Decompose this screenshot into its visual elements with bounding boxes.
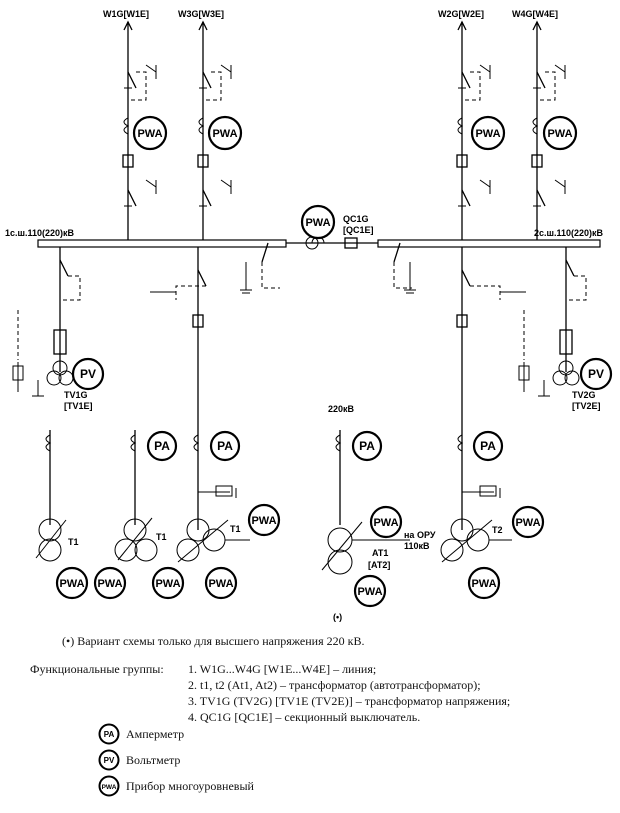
autotransformer-at1 <box>321 521 410 575</box>
meters-layer: PWA PWA PWA PWA PWA PV PV PA PA PA PA PWA PWA PWA PWA P… <box>55 115 613 608</box>
voltage-transformer-left <box>12 247 81 397</box>
functional-groups-title: Функциональные группы: <box>30 662 164 676</box>
tv2e-label: [TV2E] <box>572 401 601 411</box>
pwa-meter-15: PWA <box>93 566 127 600</box>
functional-group-1: 1. W1G...W4G [W1E...W4E] – линия; <box>188 662 377 676</box>
busbar-2 <box>377 239 601 248</box>
busbar-2-label: 2с.ш.110(220)кВ <box>534 228 604 238</box>
functional-group-4: 4. QC1G [QC1E] – секционный выключатель. <box>188 710 421 724</box>
pwa-meter-label: PWA <box>97 578 122 590</box>
feeder-w4 <box>531 20 566 240</box>
pv-meter-6: PV <box>579 357 613 391</box>
pa-meter-label: PA <box>480 439 496 453</box>
legend-ammeter-label: Амперметр <box>126 726 185 741</box>
svg-text:PWA: PWA <box>102 784 117 791</box>
feeder-w2-label: W2G[W2E] <box>438 9 484 19</box>
qc1g-label: QC1G <box>343 214 369 224</box>
pwa-meter-label: PWA <box>471 578 496 590</box>
pwa-meter-label: PWA <box>208 578 233 590</box>
pv-meter-label: PV <box>588 367 604 381</box>
bay-left <box>150 247 207 530</box>
pwa-meter-label: PWA <box>547 128 572 140</box>
pwa-meter-12: PWA <box>369 505 403 539</box>
ory-label-1: на ОРУ <box>404 530 436 540</box>
pwa-meter-13: PWA <box>511 505 545 539</box>
pa-meter-8: PA <box>209 430 241 462</box>
legend-multilevel: PWA Прибор многоуровневый <box>98 775 254 797</box>
at2-label: [AT2] <box>368 560 390 570</box>
t1-c-label: T1 <box>230 524 241 534</box>
busbar-1-label: 1с.ш.110(220)кВ <box>5 228 75 238</box>
pwa-meter-3: PWA <box>470 115 506 151</box>
tv2g-label: TV2G <box>572 390 596 400</box>
pa-meter-label: PA <box>217 439 233 453</box>
voltage-transformer-right <box>518 247 587 397</box>
feeder-w3 <box>197 20 232 240</box>
pwa-meter-4: PWA <box>542 115 578 151</box>
svg-text:PA: PA <box>104 730 115 739</box>
pwa-meter-label: PWA <box>475 128 500 140</box>
ammeter-icon: PA <box>98 723 120 745</box>
pwa-meter-label: PWA <box>59 578 84 590</box>
legend-ammeter: PA Амперметр <box>98 723 184 745</box>
pwa-meter-label: PWA <box>155 578 180 590</box>
legend-voltmeter-label: Вольтметр <box>126 752 181 767</box>
feeder-w3-label: W3G[W3E] <box>178 9 224 19</box>
feeder-w1 <box>122 20 157 240</box>
transformer-t1-c <box>176 518 250 563</box>
legend-voltmeter: PV Вольтметр <box>98 749 180 771</box>
transformer-t1-b <box>114 517 158 562</box>
pwa-meter-2: PWA <box>300 204 336 240</box>
functional-group-3: 3. TV1G (TV2G) [TV1E (TV2E)] – трансформ… <box>188 694 511 708</box>
voltmeter-icon: PV <box>98 749 120 771</box>
pwa-meter-16: PWA <box>151 566 185 600</box>
pwa-meter-0: PWA <box>132 115 168 151</box>
pa-meter-10: PA <box>472 430 504 462</box>
tv1e-label: [TV1E] <box>64 401 93 411</box>
pwa-meter-label: PWA <box>357 586 382 598</box>
pa-meter-7: PA <box>146 430 178 462</box>
pwa-meter-14: PWA <box>55 566 89 600</box>
transformer-t1-a <box>35 518 67 562</box>
variant-note: (•) Вариант схемы только для высшего нап… <box>62 634 365 648</box>
pwa-meter-label: PWA <box>212 128 237 140</box>
t2-label: T2 <box>492 525 503 535</box>
at1-label: AT1 <box>372 548 388 558</box>
feeder-w2 <box>456 20 491 240</box>
pwa-meter-label: PWA <box>515 517 540 529</box>
variant-mark: (•) <box>333 612 342 622</box>
pwa-meter-label: PWA <box>373 517 398 529</box>
pv-meter-label: PV <box>80 367 96 381</box>
functional-group-2: 2. t1, t2 (At1, At2) – трансформатор (ав… <box>188 678 481 692</box>
qc1e-label: [QC1E] <box>343 225 374 235</box>
bay-right <box>456 247 526 530</box>
ory-label-2: 110кВ <box>404 541 430 551</box>
multilevel-meter-icon: PWA <box>98 775 120 797</box>
pwa-meter-label: PWA <box>251 515 276 527</box>
sectional-breaker <box>240 236 416 294</box>
legend-multilevel-label: Прибор многоуровневый <box>126 778 254 793</box>
lower-lines <box>45 430 501 525</box>
tv1g-label: TV1G <box>64 390 88 400</box>
feeder-w4-label: W4G[W4E] <box>512 9 558 19</box>
pwa-meter-19: PWA <box>467 566 501 600</box>
pwa-meter-11: PWA <box>247 503 281 537</box>
transformer-t2 <box>440 518 512 563</box>
t1-b-label: T1 <box>156 532 167 542</box>
svg-text:PV: PV <box>104 756 115 765</box>
feeder-w1-label: W1G[W1E] <box>103 9 149 19</box>
pwa-meter-label: PWA <box>305 217 330 229</box>
kv220-label: 220кВ <box>328 404 355 414</box>
pwa-meter-1: PWA <box>207 115 243 151</box>
pwa-meter-17: PWA <box>204 566 238 600</box>
pwa-meter-18: PWA <box>353 574 387 608</box>
pa-meter-label: PA <box>359 439 375 453</box>
pv-meter-5: PV <box>71 357 105 391</box>
pwa-meter-label: PWA <box>137 128 162 140</box>
busbar-1 <box>37 239 287 248</box>
pa-meter-label: PA <box>154 439 170 453</box>
t1-a-label: T1 <box>68 537 79 547</box>
pa-meter-9: PA <box>351 430 383 462</box>
